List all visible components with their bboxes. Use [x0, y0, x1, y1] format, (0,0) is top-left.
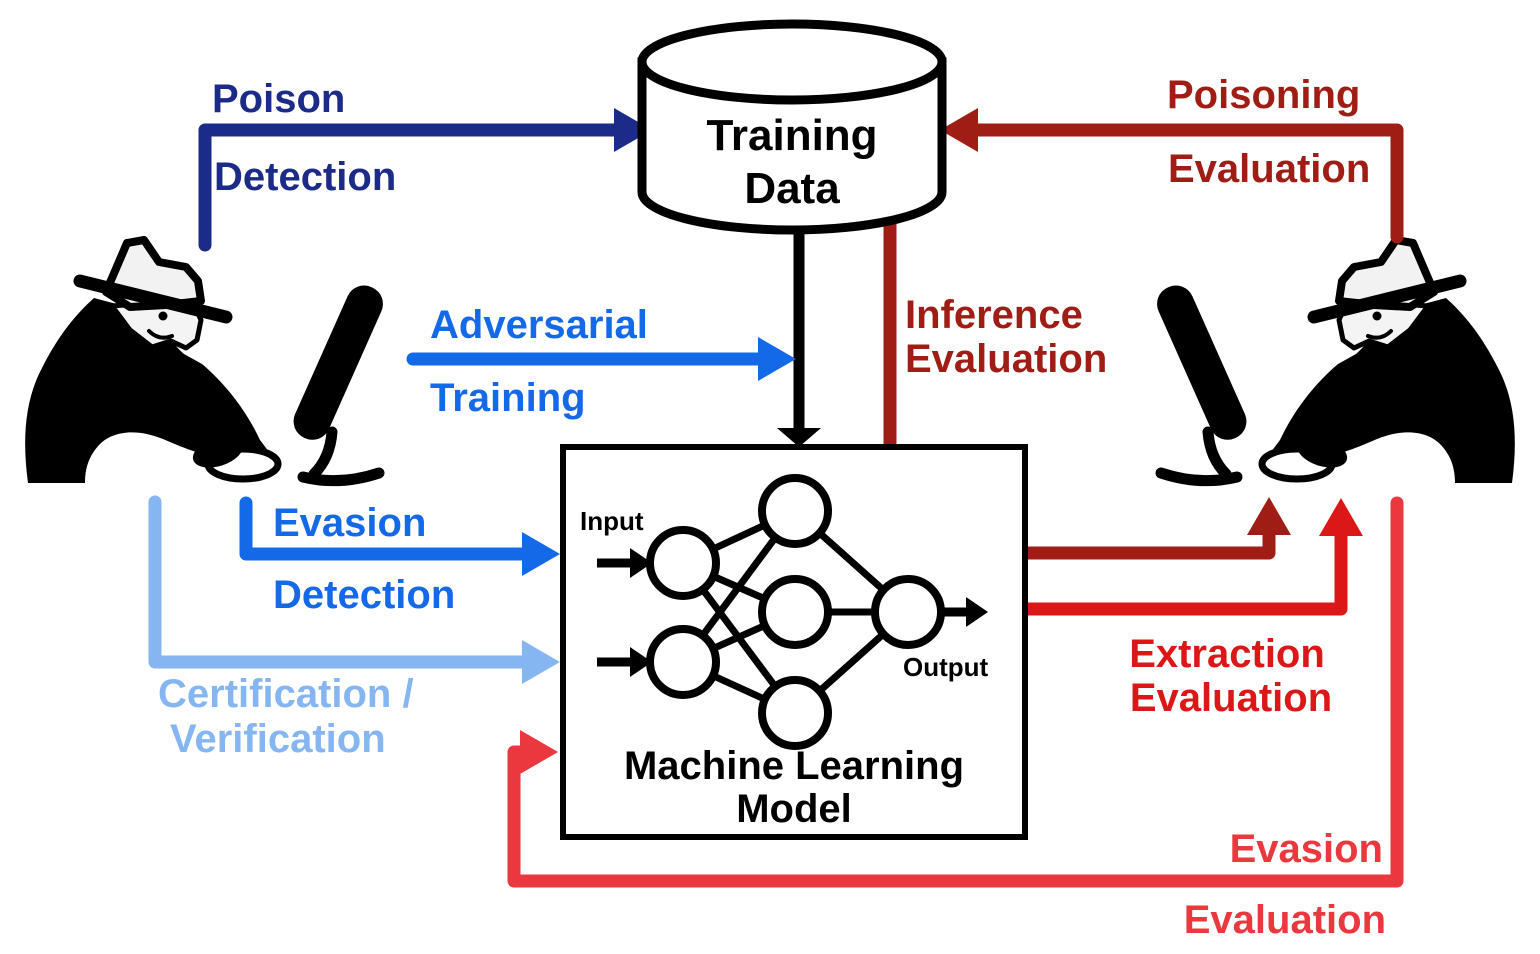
adversarial-training-arrow — [406, 337, 796, 381]
inference-evaluation-arrow — [883, 215, 1291, 560]
ml-model-box: Input Output Machine Learning Model — [560, 444, 1028, 840]
input-arrow — [597, 548, 652, 578]
evasion-detection-arrow — [239, 496, 560, 576]
nn-hidden-node — [758, 676, 832, 750]
input-arrow — [597, 647, 652, 677]
evasion-detection-label-2: Detection — [273, 573, 455, 617]
poison-detection-label-1: Poison — [212, 77, 345, 121]
extraction-evaluation-label-1: Extraction — [1129, 632, 1325, 676]
input-label: Input — [580, 506, 644, 536]
training-data-cylinder: Training Data — [637, 19, 947, 235]
inference-evaluation-label-2: Evaluation — [905, 337, 1107, 381]
nn-hidden-node — [758, 575, 832, 649]
ml-model-label-2: Model — [736, 787, 852, 831]
nn-output-node — [871, 575, 945, 649]
attacker-spy — [1151, 240, 1515, 483]
extraction-evaluation-arrow — [993, 498, 1363, 616]
adversarial-training-label-2: Training — [430, 376, 586, 420]
nn-input-node — [646, 625, 720, 699]
evasion-evaluation-arrow — [507, 496, 1404, 888]
neural-network: Input Output — [580, 474, 989, 750]
output-arrow — [941, 597, 988, 627]
nn-input-node — [646, 526, 720, 600]
certification-arrow — [148, 495, 560, 684]
output-label: Output — [903, 652, 989, 682]
evasion-evaluation-label-2: Evaluation — [1184, 898, 1386, 942]
nn-hidden-node — [758, 474, 832, 548]
poisoning-evaluation-label-2: Evaluation — [1168, 147, 1370, 191]
ml-model-label-1: Machine Learning — [624, 744, 964, 788]
poison-detection-label-2: Detection — [214, 155, 396, 199]
certification-label-2: Verification — [170, 717, 386, 761]
data-flow-arrow — [777, 230, 821, 447]
evasion-evaluation-label-1: Evasion — [1230, 827, 1383, 871]
adversarial-training-label-1: Adversarial — [430, 303, 648, 347]
poisoning-evaluation-arrow — [940, 108, 1404, 244]
certification-label-1: Certification / — [158, 672, 414, 716]
poison-detection-arrow — [198, 108, 652, 252]
training-data-label-2: Data — [744, 164, 840, 213]
training-data-label-1: Training — [706, 111, 877, 160]
extraction-evaluation-label-2: Evaluation — [1130, 676, 1332, 720]
inference-evaluation-label-1: Inference — [905, 293, 1083, 337]
evasion-detection-label-1: Evasion — [273, 501, 426, 545]
poisoning-evaluation-label-1: Poisoning — [1167, 73, 1360, 117]
defender-spy — [25, 240, 389, 483]
